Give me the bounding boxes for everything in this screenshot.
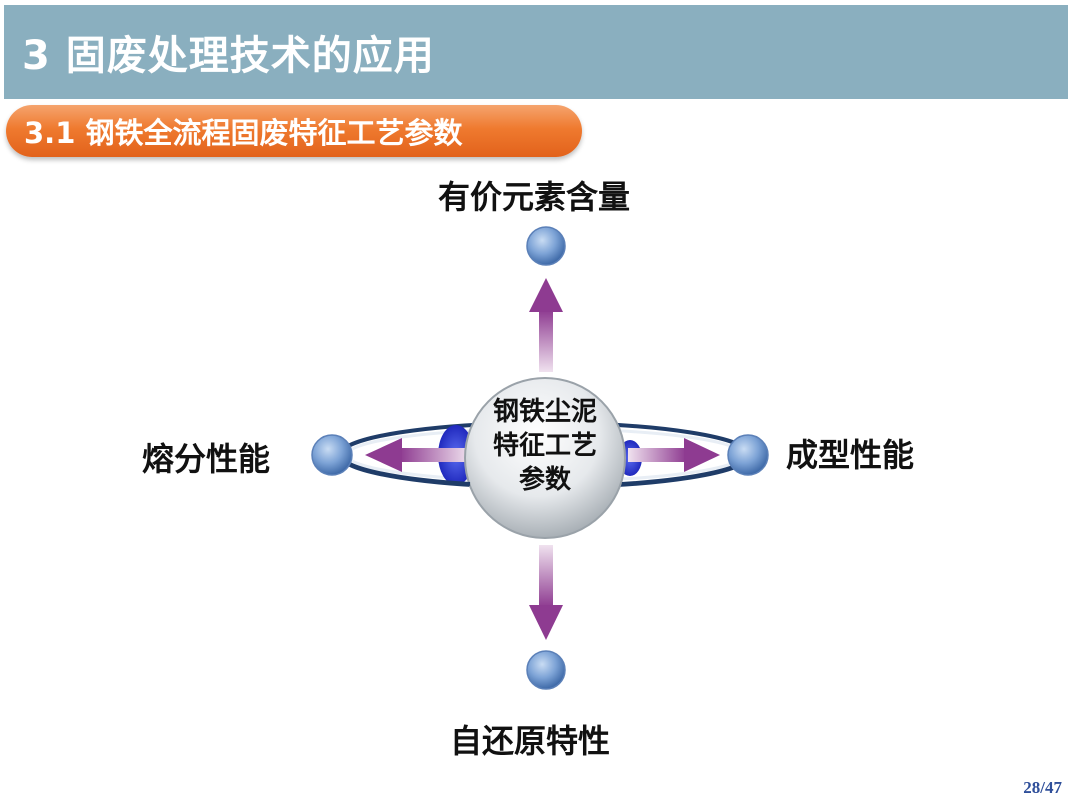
node-bottom: [526, 650, 566, 690]
title-bar: 3 固废处理技术的应用: [4, 5, 1068, 99]
label-right: 成型性能: [786, 436, 915, 474]
arrow-left: [365, 438, 470, 472]
center-line-3: 参数: [518, 465, 571, 495]
section-title: 3.1 钢铁全流程固废特征工艺参数: [24, 116, 463, 150]
center-sphere: [464, 377, 626, 539]
page-number: 28/47: [1023, 778, 1062, 797]
arrow-right: [628, 438, 720, 472]
section-heading: 3.1 钢铁全流程固废特征工艺参数: [6, 105, 582, 157]
page-title: 3 固废处理技术的应用: [22, 33, 435, 79]
center-line-2: 特征工艺: [492, 431, 597, 461]
node-right: [727, 434, 769, 476]
node-top: [526, 226, 566, 266]
arrow-up: [529, 278, 563, 372]
node-left: [311, 434, 353, 476]
center-label: 钢铁尘泥 特征工艺 参数: [470, 395, 620, 497]
center-line-1: 钢铁尘泥: [492, 397, 597, 427]
arrow-down: [529, 545, 563, 640]
label-bottom: 自还原特性: [450, 722, 611, 760]
label-top: 有价元素含量: [438, 178, 631, 216]
label-left: 熔分性能: [142, 440, 271, 478]
